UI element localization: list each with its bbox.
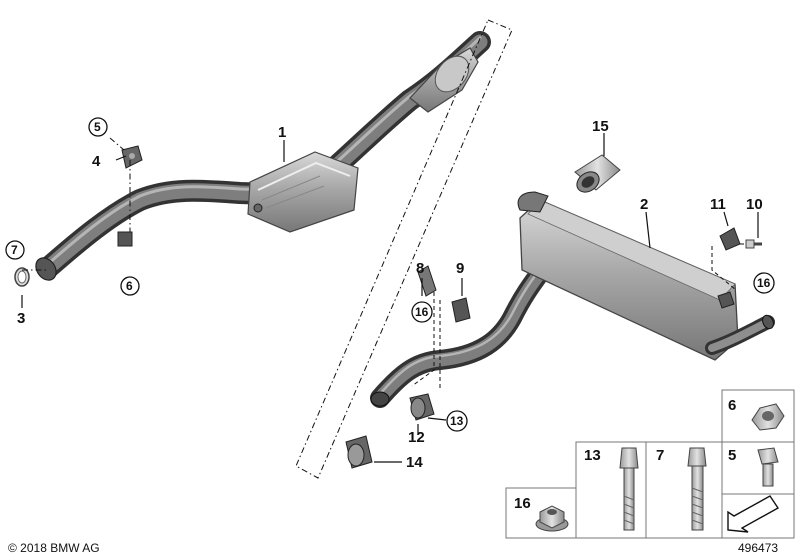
rear-silencer-assembly <box>370 191 775 408</box>
image-number: 496473 <box>738 541 778 555</box>
callout-circle-5 <box>88 117 108 137</box>
assembly-line-left-1 <box>109 137 125 151</box>
callout-circle-6 <box>120 276 140 296</box>
parts-table: 6 13 7 5 16 <box>505 389 795 539</box>
callout-6: 6 <box>126 279 133 293</box>
bracket-part-8 <box>417 265 437 297</box>
callout-2: 2 <box>640 196 648 213</box>
callout-8: 8 <box>416 260 424 277</box>
tailpipe-trim-part-15 <box>574 154 621 193</box>
hanger-part-11 <box>719 227 741 251</box>
callout-13: 13 <box>450 414 464 428</box>
table-label-5: 5 <box>728 447 736 464</box>
callout-1: 1 <box>278 124 286 141</box>
clamp-part-12 <box>409 393 435 421</box>
callout-9: 9 <box>456 260 464 277</box>
callout-10: 10 <box>746 196 763 213</box>
callout-14: 14 <box>406 454 423 471</box>
callout-circle-16a <box>411 301 433 323</box>
bolt-part-10 <box>745 239 762 249</box>
front-pipe-assembly <box>35 31 491 281</box>
leader-lines <box>21 133 759 463</box>
callout-circle-13 <box>446 410 468 432</box>
bracket-part-4 <box>121 145 143 169</box>
copyright-text: © 2018 BMW AG <box>8 541 100 555</box>
callout-16-middle: 16 <box>415 305 429 319</box>
bolt-13-image <box>619 447 639 531</box>
direction-arrow-icon <box>727 495 780 533</box>
nut-6-image <box>751 403 785 431</box>
callout-circle-7 <box>5 240 25 260</box>
callout-7: 7 <box>11 243 18 257</box>
rubber-mount-part-9 <box>451 297 471 323</box>
table-label-6: 6 <box>728 397 736 414</box>
table-label-7: 7 <box>656 447 664 464</box>
callout-16-right: 16 <box>757 276 771 290</box>
callout-11: 11 <box>710 196 726 213</box>
table-label-16: 16 <box>514 495 531 512</box>
assembly-line-mid-1 <box>411 292 435 387</box>
clamp-part-3 <box>14 267 30 287</box>
callout-12: 12 <box>408 429 425 446</box>
callout-5: 5 <box>94 120 101 134</box>
callout-3: 3 <box>17 310 25 327</box>
callout-circle-16b <box>753 272 775 294</box>
table-label-13: 13 <box>584 447 601 464</box>
group-boundary-frame <box>295 19 513 479</box>
callout-4: 4 <box>92 153 101 170</box>
assembly-line-right-1 <box>711 246 737 291</box>
clamp-part-14 <box>345 435 373 469</box>
flange-nut-16-image <box>535 505 569 532</box>
table-cell-7 <box>645 441 723 539</box>
bolt-5-image <box>757 447 779 487</box>
bolt-7-image <box>687 447 707 531</box>
callout-15: 15 <box>592 118 609 135</box>
